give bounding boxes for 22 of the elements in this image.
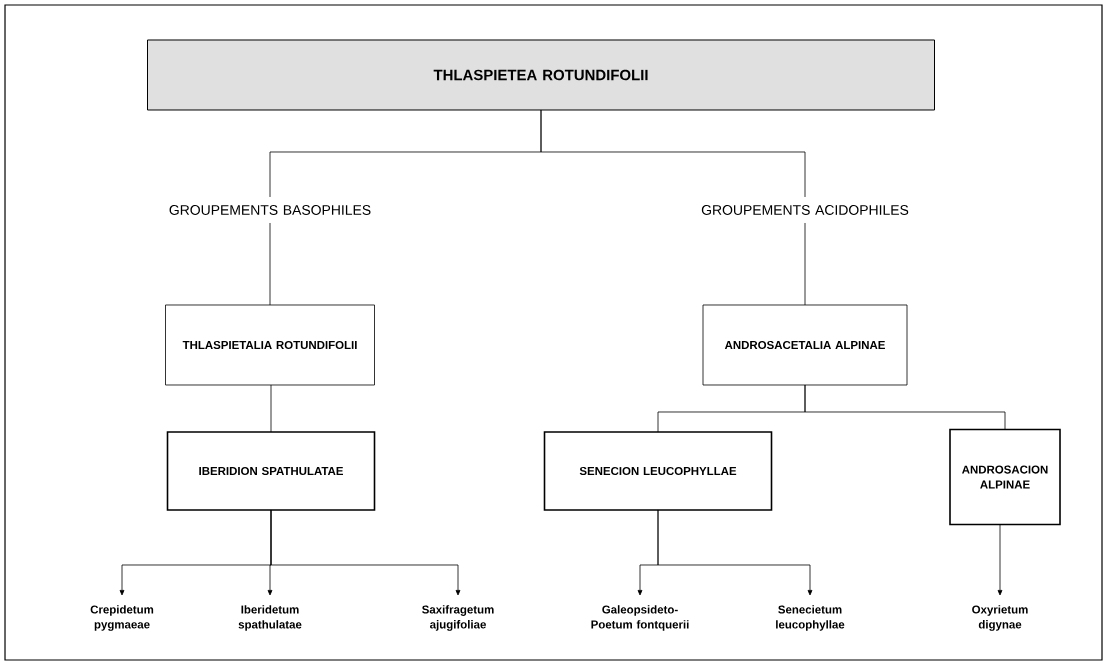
alliance-box: IBERIDION SPATHULATAE [166,431,376,511]
group-heading: GROUPEMENTS BASOPHILES [169,205,371,215]
alliance-box: SENECION LEUCOPHYLLAE [543,431,773,511]
connector [269,222,271,306]
association-label: Iberidetum spathulatae [238,605,302,631]
association-label: Oxyrietum digynae [972,605,1028,631]
connector [997,524,1003,596]
connector [657,509,813,596]
association-label: Crepidetum pygmaeae [90,605,154,631]
order-box: ANDROSACETALIA ALPINAE [702,304,908,386]
association-label: Senecietum leucophyllae [776,605,845,631]
alliance-box: ANDROSACION ALPINAE [949,428,1061,526]
association-label: Galeopsideto- Poetum fontquerii [591,605,689,631]
connector [540,109,806,198]
class-box: THLASPIETEA ROTUNDIFOLII [147,39,935,111]
connector [270,384,272,433]
order-box: THLASPIETALIA ROTUNDIFOLII [165,304,375,386]
group-heading: GROUPEMENTS ACIDOPHILES [701,205,909,215]
connector [804,384,1006,430]
connector [270,509,461,596]
association-label: Saxifragetum ajugifoliae [422,605,494,631]
connector [804,222,806,306]
